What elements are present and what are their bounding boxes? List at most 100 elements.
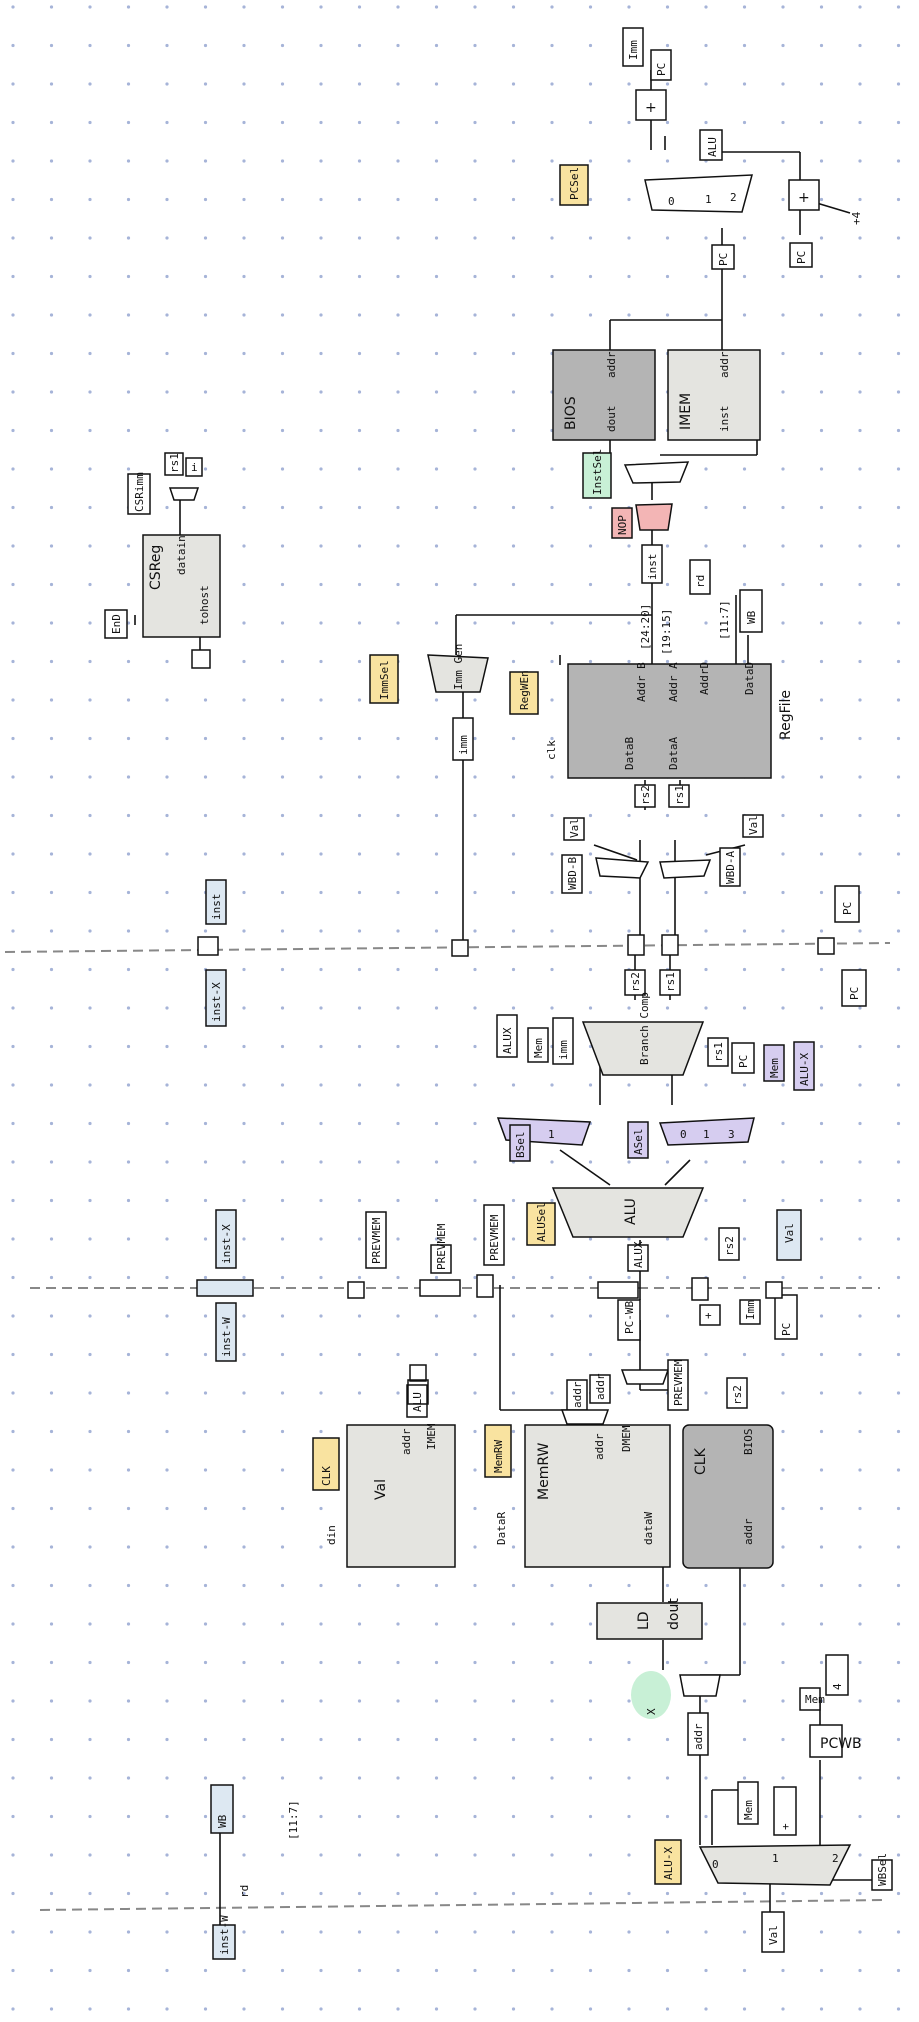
instx-pipe-reg-2-text: inst-X xyxy=(220,1224,233,1264)
dmem-datain-mux xyxy=(562,1410,608,1424)
asel-mux-sel-1: 1 xyxy=(703,1128,710,1141)
rs2-decode-text: rs2 xyxy=(639,785,652,805)
val-mem-text: Imm xyxy=(744,1300,757,1320)
wb-out-text: Val xyxy=(767,1925,780,1945)
alu-mem-small-text: ALUX xyxy=(632,1241,645,1268)
branch-comp-text: Branch Comp xyxy=(638,992,651,1065)
imem-write-title: Val xyxy=(373,1479,389,1500)
regfile-clk: clk xyxy=(545,740,558,760)
bios-mem-addr: BIOS xyxy=(742,1429,755,1456)
immgen-text: Imm Gen xyxy=(452,644,465,690)
pipe-reg-2-d xyxy=(598,1282,638,1298)
dmem-addr: DMEM xyxy=(620,1425,633,1452)
imem-write-din: addr xyxy=(400,1428,413,1455)
imm-mem-text: rs2 xyxy=(723,1236,736,1256)
pc-pipe-a-text: PC xyxy=(841,902,854,915)
wbd-a-text: WBD-A xyxy=(724,851,737,884)
csr-out-box xyxy=(192,650,210,668)
nop-mux xyxy=(636,504,672,530)
immsel-text: ImmSel xyxy=(378,660,391,700)
pc-asel-text: PC xyxy=(737,1055,750,1068)
wb-mux-sel-2: 2 xyxy=(832,1852,839,1865)
bios-mem-block xyxy=(683,1425,773,1568)
imem-write-clk: din xyxy=(325,1525,338,1545)
pipe-reg-2-c xyxy=(477,1275,493,1297)
asel-text: ASel xyxy=(632,1129,645,1156)
ld-mux xyxy=(680,1675,720,1696)
regfile-addrb: Addr B xyxy=(635,662,648,702)
wb-mux-sel-0: 0 xyxy=(712,1858,719,1871)
pipe-reg-rs2 xyxy=(628,935,644,955)
alu-top-text: ALU xyxy=(706,137,719,157)
alux-fwd-mux xyxy=(622,1370,668,1384)
alux-mem-text: PC-WB xyxy=(623,1301,636,1334)
asel-mux-sel-0: 0 xyxy=(680,1128,687,1141)
bits-11-7: [11:7] xyxy=(718,600,731,640)
addr-bios-text: rs2 xyxy=(731,1385,744,1405)
top-adder-text: + xyxy=(645,100,657,116)
addr-dmem-text: addr xyxy=(571,1381,584,1408)
inst-w-text: [11:7] xyxy=(287,1800,300,1840)
csrimm-text: CSRimm xyxy=(133,472,146,512)
csr-mux xyxy=(170,488,198,500)
inst-pipe-reg-1-text: inst xyxy=(210,894,223,921)
rd-label-text: rd xyxy=(694,575,707,588)
imm-exec-text: imm xyxy=(557,1040,570,1060)
bits-19-15: [19:15] xyxy=(660,609,673,655)
rs2-imem-w-text: ALU xyxy=(411,1392,424,1412)
asel-mux-sel-3: 3 xyxy=(728,1128,735,1141)
bsel-mux-sel-1: 1 xyxy=(548,1128,555,1141)
wb-mux xyxy=(700,1845,850,1885)
val-a-text: Val xyxy=(747,815,760,835)
bits-11-7-b: rd xyxy=(238,1885,251,1898)
csr-rs1-text: rs1 xyxy=(168,453,181,473)
pipe-reg-2-a xyxy=(348,1282,364,1298)
imm-label-text: imm xyxy=(457,735,470,755)
regwen-text: RegWEn xyxy=(518,670,531,710)
pc-top-text: PC xyxy=(655,63,668,76)
pipe-reg-2-b xyxy=(420,1280,460,1296)
regfile-addrd: AddrD xyxy=(698,662,711,695)
bios-fetch-title: BIOS xyxy=(563,396,579,430)
wbd-b-text: WBD-B xyxy=(566,857,579,890)
dmem-datar: dataW xyxy=(642,1512,655,1545)
pipe-reg-rs1 xyxy=(662,935,678,955)
four-top-text: +4 xyxy=(850,211,863,225)
pipe-reg-2-ff xyxy=(197,1280,253,1296)
ld-text: dout xyxy=(666,1598,682,1630)
pc-mux-sel-1: 1 xyxy=(705,193,712,206)
imem-fetch-inst: inst xyxy=(718,406,731,433)
alux-wb-text: + xyxy=(779,1823,792,1830)
csr-i-text: i xyxy=(191,461,198,474)
csreg-tohost: tohost xyxy=(198,585,211,625)
pcwb-wb-text: 4 xyxy=(831,1683,844,1690)
dmem-clk: DataR xyxy=(495,1512,508,1545)
mem-exec-text: Mem xyxy=(532,1038,545,1058)
en-text: EnD xyxy=(110,614,123,634)
pipe-reg-pc xyxy=(818,938,834,954)
instx-pipe-reg-1-text: inst-X xyxy=(210,982,223,1022)
rs1-exec-text: rs1 xyxy=(664,972,677,992)
val-wb-text: WBSel xyxy=(876,1853,889,1886)
bios-mem-dout: addr xyxy=(742,1518,755,1545)
nop-text: NOP xyxy=(616,515,629,535)
wb-mux-sel-1: 1 xyxy=(772,1852,779,1865)
wb-label-text: WB xyxy=(745,610,758,624)
rs2-mem-text: PREVMEM xyxy=(435,1223,448,1270)
mem-wb-b-text: Mem xyxy=(742,1800,755,1820)
regfile-addra: Addr A xyxy=(667,662,680,702)
prevmem-2-text: PREVMEM xyxy=(488,1214,501,1261)
imm-top-text: Imm xyxy=(627,40,640,60)
alux-exec-text: ALUX xyxy=(501,1027,514,1054)
pc-pipe-b-text: PC xyxy=(848,987,861,1000)
alusel-text: ALUSel xyxy=(535,1202,548,1242)
instsel-text: InstSel xyxy=(591,449,604,495)
dmem-title: MemRW xyxy=(536,1443,552,1500)
mem-asel-text: Mem xyxy=(768,1058,781,1078)
dmem-dataw: addr xyxy=(593,1433,606,1460)
pcwb-mem-text: PC xyxy=(780,1323,793,1336)
regfile-dataa: DataA xyxy=(667,737,680,770)
imem-write-addr: IMEM xyxy=(425,1423,438,1450)
